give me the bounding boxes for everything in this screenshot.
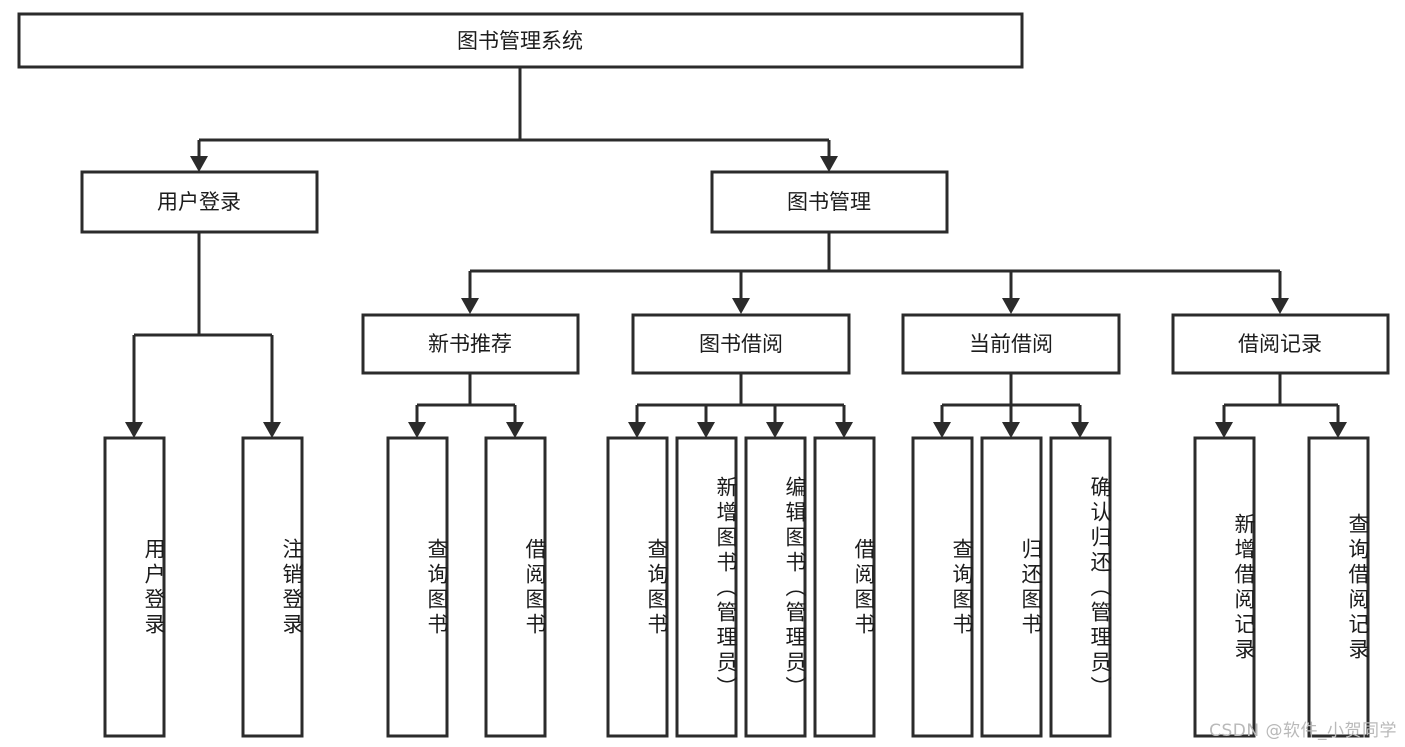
leaf-box-bb-edit[interactable] bbox=[744, 436, 807, 738]
leaf-box-cb-confirm[interactable] bbox=[1049, 436, 1112, 738]
leaf-label-nb-borrow: 借阅图书 bbox=[523, 538, 547, 638]
leaf-label-cb-confirm: 确认归还（管理员） bbox=[1088, 475, 1112, 701]
connector-layer bbox=[125, 67, 1347, 438]
leaf-label-bb-edit: 编辑图书（管理员） bbox=[783, 475, 807, 701]
arrow-head-leaf-nb-borrow bbox=[506, 422, 524, 438]
arrow-head-leaf-bb-add bbox=[697, 422, 715, 438]
node-root-box[interactable] bbox=[17, 12, 1024, 69]
node-book-borrow-box[interactable] bbox=[631, 313, 851, 375]
node-current-borrow[interactable]: 当前借阅 bbox=[901, 313, 1121, 375]
arrow-head-leaf-br-query bbox=[1329, 422, 1347, 438]
arrow-head-cat-book-borrow bbox=[732, 298, 750, 314]
node-user-login-box[interactable] bbox=[80, 170, 319, 234]
leaf-box-cb-query[interactable] bbox=[911, 436, 974, 738]
leaf-box-bb-borrow[interactable] bbox=[813, 436, 876, 738]
arrow-head-leaf-cb-return bbox=[1002, 422, 1020, 438]
arrow-head-leaf-bb-query bbox=[628, 422, 646, 438]
leaf-box-layer bbox=[103, 436, 1370, 738]
arrow-head-leaf-bb-borrow bbox=[835, 422, 853, 438]
node-borrow-record-box[interactable] bbox=[1171, 313, 1390, 375]
leaf-box-user-login[interactable] bbox=[103, 436, 166, 738]
node-borrow-record[interactable]: 借阅记录 bbox=[1171, 313, 1390, 375]
node-book-borrow[interactable]: 图书借阅 bbox=[631, 313, 851, 375]
arrow-head-leaf-cb-query bbox=[933, 422, 951, 438]
node-new-book-recommend[interactable]: 新书推荐 bbox=[361, 313, 580, 375]
leaf-box-br-query[interactable] bbox=[1307, 436, 1370, 738]
leaf-label-br-query: 查询借阅记录 bbox=[1346, 513, 1370, 663]
node-root-label: 图书管理系统 bbox=[457, 29, 583, 53]
leaf-box-bb-query[interactable] bbox=[606, 436, 669, 738]
leaf-label-logout: 注销登录 bbox=[280, 538, 304, 638]
node-new-book-recommend-label: 新书推荐 bbox=[428, 332, 512, 356]
arrow-head-leaf-bb-edit bbox=[766, 422, 784, 438]
arrow-head-cat-new-book bbox=[461, 298, 479, 314]
leaf-box-br-add[interactable] bbox=[1193, 436, 1256, 738]
leaf-label-bb-query: 查询图书 bbox=[645, 538, 669, 638]
arrow-head-leaf-logout bbox=[263, 422, 281, 438]
leaf-box-nb-borrow[interactable] bbox=[484, 436, 547, 738]
node-user-login-label: 用户登录 bbox=[157, 190, 241, 214]
leaf-label-nb-query: 查询图书 bbox=[425, 538, 449, 638]
arrow-head-user-login bbox=[190, 156, 208, 172]
leaf-label-br-add: 新增借阅记录 bbox=[1232, 513, 1256, 663]
leaf-box-bb-add[interactable] bbox=[675, 436, 738, 738]
leaf-label-bb-borrow: 借阅图书 bbox=[852, 538, 876, 638]
node-book-manage[interactable]: 图书管理 bbox=[710, 170, 949, 234]
node-borrow-record-label: 借阅记录 bbox=[1238, 332, 1322, 356]
arrow-head-cat-borrow-record bbox=[1271, 298, 1289, 314]
node-book-manage-label: 图书管理 bbox=[787, 190, 871, 214]
node-book-borrow-label: 图书借阅 bbox=[699, 332, 783, 356]
node-current-borrow-box[interactable] bbox=[901, 313, 1121, 375]
node-new-book-recommend-box[interactable] bbox=[361, 313, 580, 375]
node-root[interactable]: 图书管理系统 bbox=[17, 12, 1024, 69]
node-book-manage-box[interactable] bbox=[710, 170, 949, 234]
node-user-login[interactable]: 用户登录 bbox=[80, 170, 319, 234]
leaf-label-user-login: 用户登录 bbox=[142, 538, 166, 638]
arrow-head-leaf-cb-confirm bbox=[1071, 422, 1089, 438]
leaf-box-logout[interactable] bbox=[241, 436, 304, 738]
leaf-box-nb-query[interactable] bbox=[386, 436, 449, 738]
leaf-label-cb-return: 归还图书 bbox=[1019, 538, 1043, 638]
node-current-borrow-label: 当前借阅 bbox=[969, 332, 1053, 356]
arrow-head-book-manage bbox=[820, 156, 838, 172]
arrow-head-leaf-nb-query bbox=[408, 422, 426, 438]
leaf-label-cb-query: 查询图书 bbox=[950, 538, 974, 638]
arrow-head-leaf-br-add bbox=[1215, 422, 1233, 438]
leaf-label-bb-add: 新增图书（管理员） bbox=[714, 475, 738, 701]
arrow-head-cat-current-borrow bbox=[1002, 298, 1020, 314]
leaf-box-cb-return[interactable] bbox=[980, 436, 1043, 738]
arrow-head-leaf-user-login bbox=[125, 422, 143, 438]
csdn-watermark: CSDN @软件_小贺同学 bbox=[1209, 721, 1397, 741]
